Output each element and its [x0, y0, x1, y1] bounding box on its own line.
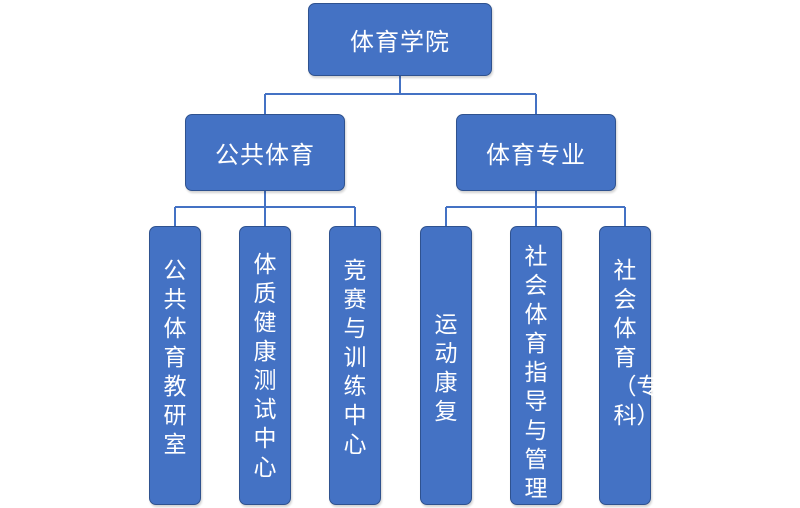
leaf-node-competition-training-center: 竞赛与训练中心 — [329, 226, 381, 505]
leaf-node-fitness-test-center: 体质健康测试中心 — [239, 226, 291, 505]
leaf-node-teaching-office: 公共体育教研室 — [149, 226, 201, 505]
branch-node-public-pe: 公共体育 — [185, 114, 345, 191]
connector-right-leaves — [445, 191, 626, 226]
connector-root-branches — [264, 76, 537, 114]
leaf-node-sports-rehab: 运动康复 — [420, 226, 472, 505]
root-node: 体育学院 — [308, 3, 492, 76]
leaf-node-label: 体质健康测试中心 — [253, 252, 277, 481]
leaf-node-label: 社会体育（专科） — [613, 258, 660, 429]
branch-node-label: 体育专业 — [486, 141, 586, 169]
leaf-node-social-sports-college: 社会体育（专科） — [599, 226, 660, 505]
branch-node-label: 公共体育 — [215, 141, 315, 169]
branch-node-pe-major: 体育专业 — [456, 114, 616, 191]
leaf-node-label: 公共体育教研室 — [163, 258, 187, 458]
root-node-label: 体育学院 — [350, 28, 450, 56]
leaf-node-label: 社会体育指导与管理 — [524, 244, 548, 502]
connector-left-leaves — [174, 191, 356, 226]
leaf-node-social-sports-mgmt: 社会体育指导与管理 — [510, 226, 562, 505]
leaf-node-label: 竞赛与训练中心 — [343, 258, 367, 458]
leaf-node-label: 运动康复 — [434, 312, 458, 425]
